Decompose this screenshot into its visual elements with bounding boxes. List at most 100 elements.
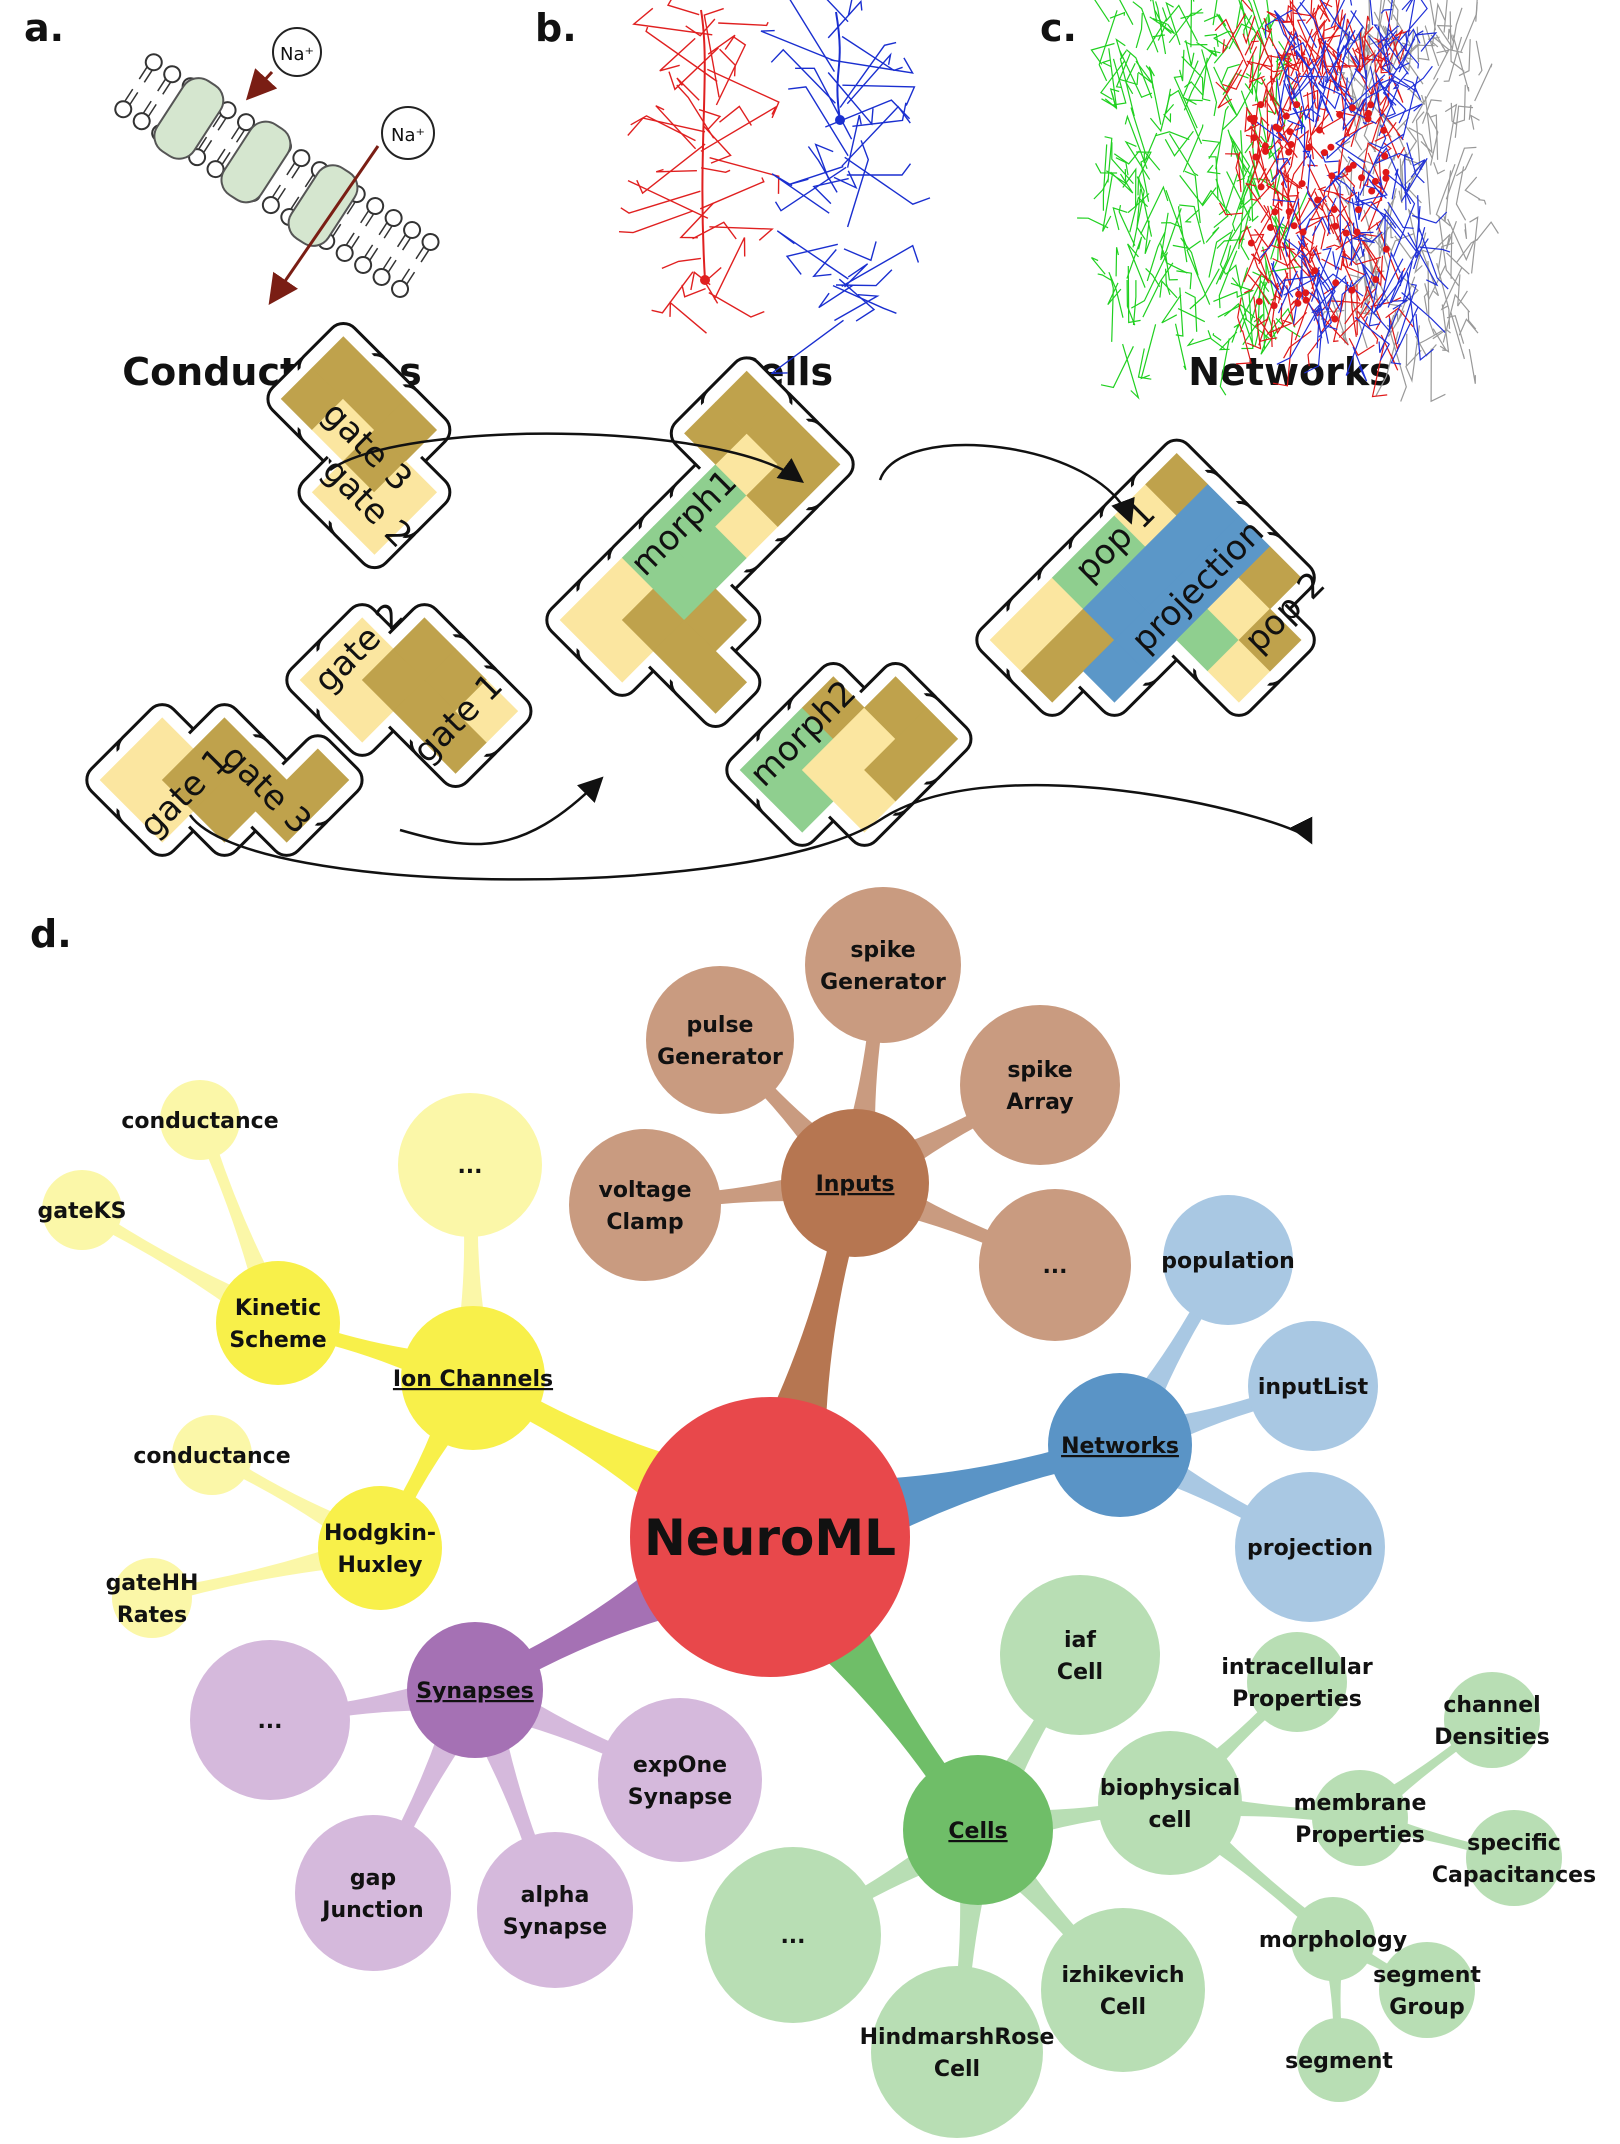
protein-3: [287, 164, 359, 247]
tile-cell: [1238, 608, 1302, 672]
network-soma: [1345, 165, 1353, 173]
network-fiber: [1387, 103, 1423, 120]
dendrite-branch: [700, 167, 731, 174]
network-fiber: [1132, 1, 1159, 53]
network-fiber: [1413, 159, 1431, 215]
network-soma: [1287, 141, 1295, 148]
network-fiber: [1341, 173, 1350, 196]
network-fiber: [1218, 250, 1238, 309]
network-fiber: [1260, 204, 1269, 224]
network-soma: [1285, 208, 1293, 216]
membrane-illustration: [114, 53, 440, 298]
network-fiber: [1445, 220, 1457, 250]
network-fiber: [1340, 171, 1356, 204]
network-fiber: [1421, 99, 1442, 124]
dendrite-branch: [703, 125, 732, 164]
network-fiber: [1341, 284, 1347, 344]
dendrite-branch: [668, 47, 719, 91]
network-fiber: [1375, 213, 1386, 255]
network-fiber: [1390, 307, 1419, 365]
network-fiber: [1259, 216, 1285, 259]
network-fiber: [1380, 34, 1389, 74]
network-fiber: [1112, 58, 1127, 106]
network-soma: [1355, 206, 1362, 214]
network-fiber: [1390, 0, 1395, 21]
network-fiber: [1354, 114, 1363, 151]
network-fiber: [1152, 17, 1168, 41]
network-fiber: [1310, 0, 1313, 18]
network-fiber: [1206, 164, 1221, 175]
network-fiber: [1270, 54, 1273, 82]
node-intracellular-properties-circle: [1247, 1632, 1347, 1732]
network-fiber: [1307, 337, 1321, 367]
dendrite-branch: [818, 284, 853, 309]
network-fiber: [1231, 323, 1240, 343]
node-synapses-hub-label: Synapses: [416, 1679, 534, 1704]
network-fiber: [1262, 246, 1276, 301]
network-fiber: [1327, 176, 1351, 227]
network-soma: [1286, 128, 1294, 136]
network-fiber: [1356, 201, 1402, 240]
network-fiber: [1137, 348, 1152, 380]
dendrite-branch: [838, 278, 876, 322]
network-fiber: [1285, 238, 1310, 264]
network-fiber: [1375, 152, 1414, 164]
network-fiber: [1286, 285, 1308, 328]
network-fiber: [1242, 15, 1256, 45]
lipid-head: [144, 53, 163, 72]
network-fiber: [1286, 11, 1299, 40]
network-fiber: [1330, 0, 1353, 28]
network-fiber: [1159, 208, 1182, 261]
network-soma: [1250, 134, 1258, 142]
tile-cell: [286, 748, 350, 812]
node-gateHH-rates-label: Rates: [117, 1603, 187, 1628]
network-fiber: [1309, 247, 1321, 263]
network-fiber: [1269, 331, 1273, 348]
network-fiber: [1115, 247, 1119, 277]
node-intracellular-properties-label: intracellular: [1221, 1655, 1373, 1680]
dendrite-branch: [708, 291, 765, 318]
network-fiber: [1314, 4, 1331, 22]
network-fiber: [1270, 124, 1280, 183]
network-fiber: [1249, 62, 1265, 83]
panel-label-b: b.: [535, 6, 577, 50]
lipid-head: [292, 149, 311, 168]
network-fiber: [1218, 173, 1238, 216]
network-fiber: [1296, 231, 1306, 248]
link-gate1-morph2: [399, 776, 604, 846]
network-fiber: [1377, 78, 1409, 89]
dendrite-branch: [698, 108, 722, 131]
network-fiber: [1475, 40, 1483, 76]
network-fiber: [1356, 262, 1370, 316]
network-soma: [1293, 101, 1301, 109]
network-fiber: [1231, 267, 1249, 290]
node-gap-junction-circle: [295, 1815, 451, 1971]
network-fiber: [1415, 314, 1434, 361]
node-hindmarshrose-cell-label: HindmarshRose: [860, 2025, 1055, 2050]
network-fiber: [1275, 317, 1301, 338]
lipid-head: [403, 221, 422, 240]
network-fiber: [1390, 227, 1426, 304]
network-fiber: [1320, 116, 1350, 137]
network-fiber: [1163, 113, 1172, 124]
dendrite-branch: [835, 269, 893, 287]
network-soma: [1270, 302, 1278, 310]
tile-cell: [684, 588, 748, 652]
network-fiber: [1354, 316, 1390, 361]
na-ion-1: Na⁺: [245, 27, 322, 101]
network-fiber: [1363, 78, 1384, 119]
network-fiber: [1373, 11, 1392, 46]
network-fiber: [1272, 199, 1296, 203]
network-fiber: [1406, 272, 1419, 338]
network-fiber: [1267, 319, 1294, 335]
network-fiber: [1304, 330, 1322, 374]
network-fiber: [1376, 0, 1394, 44]
network-fiber: [1173, 75, 1198, 129]
network-fiber: [1405, 325, 1420, 383]
lipid-head: [372, 267, 391, 286]
network-fiber: [1392, 299, 1408, 310]
network-soma: [1331, 315, 1339, 323]
network-fiber: [1161, 294, 1182, 324]
node-morphology-label: morphology: [1259, 1928, 1407, 1953]
